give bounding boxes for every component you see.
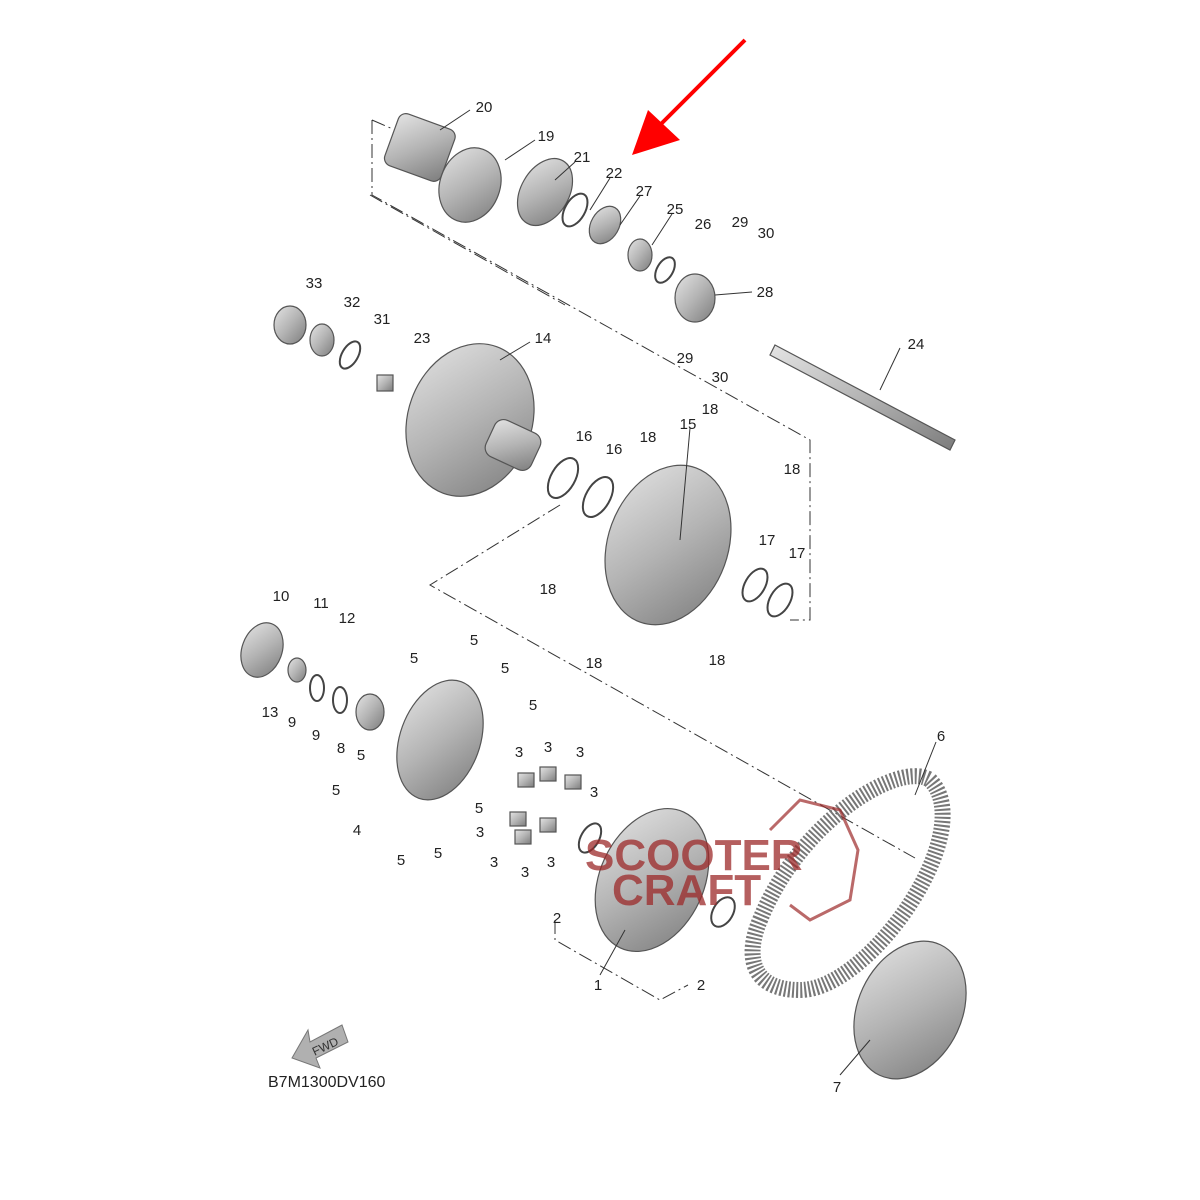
callout-label: 17 (789, 545, 806, 562)
watermark-logo: SCOOTER CRAFT (585, 798, 860, 922)
callout-label: 18 (540, 581, 557, 598)
callout-label: 18 (702, 401, 719, 418)
callout-label: 18 (586, 655, 603, 672)
callout-label: 10 (273, 588, 290, 605)
callout-label: 22 (606, 165, 623, 182)
callout-label: 28 (757, 284, 774, 301)
callout-label: 8 (337, 740, 345, 757)
callout-label: 20 (476, 99, 493, 116)
callout-label: 23 (414, 330, 431, 347)
callout-label: 16 (606, 441, 623, 458)
callout-label: 27 (636, 183, 653, 200)
callout-label: 33 (306, 275, 323, 292)
callout-label: 29 (732, 214, 749, 231)
callout-label: 3 (515, 744, 523, 761)
red-highlight-arrow (632, 38, 747, 155)
part-code: B7M1300DV160 (268, 1074, 386, 1091)
callout-label: 4 (353, 822, 361, 839)
callout-label: 2 (697, 977, 705, 994)
callout-label: 3 (490, 854, 498, 871)
callout-label: 15 (680, 416, 697, 433)
callout-label: 14 (535, 330, 552, 347)
callout-label: 30 (712, 369, 729, 386)
callout-label: 5 (434, 845, 442, 862)
callout-label: 12 (339, 610, 356, 627)
callout-label: 24 (908, 336, 925, 353)
callout-label: 18 (640, 429, 657, 446)
callout-label: 25 (667, 201, 684, 218)
drive-belt (744, 768, 951, 999)
callout-label: 32 (344, 294, 361, 311)
callout-label: 5 (357, 747, 365, 764)
parts-lower (240, 622, 967, 1080)
callout-label: 3 (590, 784, 598, 801)
callout-label: 29 (677, 350, 694, 367)
callout-label: 5 (410, 650, 418, 667)
callout-label: 19 (538, 128, 555, 145)
callout-label: 5 (501, 660, 509, 677)
callout-label: 3 (544, 739, 552, 756)
callout-label: 2 (553, 910, 561, 927)
callout-label: 3 (476, 824, 484, 841)
callout-label: 13 (262, 704, 279, 721)
callout-label: 1 (594, 977, 602, 994)
leader-lines (439, 109, 937, 1076)
callout-label: 26 (695, 216, 712, 233)
callout-label: 6 (937, 728, 945, 745)
callout-label: 18 (784, 461, 801, 478)
watermark-line2: CRAFT (612, 866, 761, 915)
callout-label: 5 (470, 632, 478, 649)
assembly-frames (369, 119, 916, 1001)
callout-label: 5 (332, 782, 340, 799)
callout-label: 3 (521, 864, 529, 881)
callout-label: 31 (374, 311, 391, 328)
callout-label: 11 (313, 595, 329, 612)
callout-label: 16 (576, 428, 593, 445)
rollers (509, 766, 582, 845)
callout-label: 21 (574, 149, 591, 166)
callout-label: 5 (475, 800, 483, 817)
callout-label: 9 (288, 714, 296, 731)
callout-label: 9 (312, 727, 320, 744)
parts-upper (273, 113, 956, 626)
fwd-arrow-icon: FWD (291, 1024, 349, 1069)
callout-label: 3 (576, 744, 584, 761)
fwd-label: FWD (310, 1034, 341, 1058)
watermark-line1: SCOOTER (585, 831, 803, 880)
callout-label: 17 (759, 532, 776, 549)
callout-label: 30 (758, 225, 775, 242)
callout-label: 18 (709, 652, 726, 669)
callout-label: 3 (547, 854, 555, 871)
callout-label: 7 (833, 1079, 841, 1096)
callout-label: 5 (529, 697, 537, 714)
callout-label: 5 (397, 852, 405, 869)
